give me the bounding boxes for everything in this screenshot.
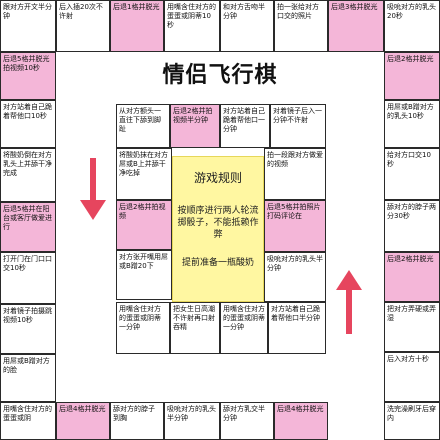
- board-cell: 后退5格并脱光拍视频10秒: [0, 52, 56, 100]
- board-cell: 拍一张给对方口交的照片: [274, 0, 328, 52]
- board-cell: 舔对方乳交半分钟: [220, 402, 274, 440]
- board-cell: 后入插20次不许射: [56, 0, 110, 52]
- board-cell: 舔对方的脖子到胸: [110, 402, 164, 440]
- board-cell: 后退2格并拍视频: [116, 200, 172, 250]
- board-cell: 跟对方开文半分钟: [0, 0, 56, 52]
- arrow-down-icon: [80, 158, 106, 220]
- board-cell: 吸吮对方的乳头半分钟: [264, 252, 326, 302]
- board-cell: 用屌或B蹭对方的乳头10秒: [384, 100, 440, 148]
- board-cell: 用嘴含住对方的蛋蛋或阴蒂10秒: [164, 0, 220, 52]
- board-cell: 后退2格并脱光: [384, 52, 440, 100]
- arrow-up-icon: [336, 270, 362, 334]
- board-cell: 和对方舌吻半分钟: [220, 0, 274, 52]
- board-cell: 后退2格并脱光: [384, 252, 440, 302]
- board-cell: 对方站着自己跪着帮他口10秒: [0, 100, 56, 148]
- board-cell: 后退5格并在阳台或客厅做爱进行: [0, 202, 56, 252]
- board-cell: 用嘴含住对方的蛋蛋或阴: [0, 402, 56, 440]
- board-cell: 后退1格并脱光: [110, 0, 164, 52]
- board-cell: 拍一段跟对方做爱的视频: [264, 148, 326, 200]
- board-cell: 对着镜子后入一分钟不许射: [270, 104, 326, 148]
- board-cell: 后退2格并拍视频半分钟: [170, 104, 220, 148]
- board-cell: 把对方弄硬或弄湿: [384, 302, 440, 352]
- board-cell: 把女生日高潮不许射再口射吞精: [170, 302, 220, 354]
- board-cell: 后入对方十秒: [384, 352, 440, 402]
- board-cell: 吸吮对方的乳头20秒: [384, 0, 440, 52]
- board-cell: 后退3格并脱光: [328, 0, 384, 52]
- board-cell: 后退5格并拍照片打码评论在: [264, 200, 326, 252]
- board-cell: 将酸奶倒在对方乳头上并舔干净完成: [0, 148, 56, 202]
- rules-heading: 游戏规则: [193, 171, 242, 185]
- board-cell: 吸吮对方的乳头半分钟: [164, 402, 220, 440]
- board-cell: 用嘴含住对方的蛋蛋或阴蒂一分钟: [116, 302, 170, 354]
- board-cell: 从对方额头一直往下舔到脚趾: [116, 104, 170, 148]
- rules-box: 游戏规则 按顺序进行两人轮流掷骰子，不能抵赖作弊 提前准备一瓶酸奶: [172, 156, 264, 302]
- board-cell: 用嘴含住对方的蛋蛋或阴蒂一分钟: [220, 302, 268, 354]
- board-cell: 用屌或B蹭对方的脸: [0, 354, 56, 402]
- rules-text: 按顺序进行两人轮流掷骰子，不能抵赖作弊: [177, 206, 259, 240]
- board-cell: 给对方口交10秒: [384, 148, 440, 200]
- board-cell: 后退4格并脱光: [274, 402, 328, 440]
- board-title: 情侣飞行棋: [162, 63, 278, 88]
- board-cell: 后退4格并脱光: [56, 402, 110, 440]
- board-cell: 洗完澡刷牙后穿内: [384, 402, 440, 440]
- board-cell: 对方站着自己跪着帮他口半分钟: [268, 302, 326, 354]
- board-cell: 对着镜子拍摄跳视频10秒: [0, 304, 56, 354]
- board-cell: 对方站着自己跪着帮他口一分钟: [220, 104, 270, 148]
- rules-note: 提前准备一瓶酸奶: [181, 258, 254, 268]
- board-cell: 打开门在门口口交10秒: [0, 252, 56, 304]
- board-cell: 对方张开嘴用屌或B蹭20下: [116, 250, 172, 300]
- board-cell: 舔对方的脖子两分30秒: [384, 200, 440, 252]
- board-cell: 将酸奶抹在对方屌或B上并舔干净吃掉: [116, 148, 172, 200]
